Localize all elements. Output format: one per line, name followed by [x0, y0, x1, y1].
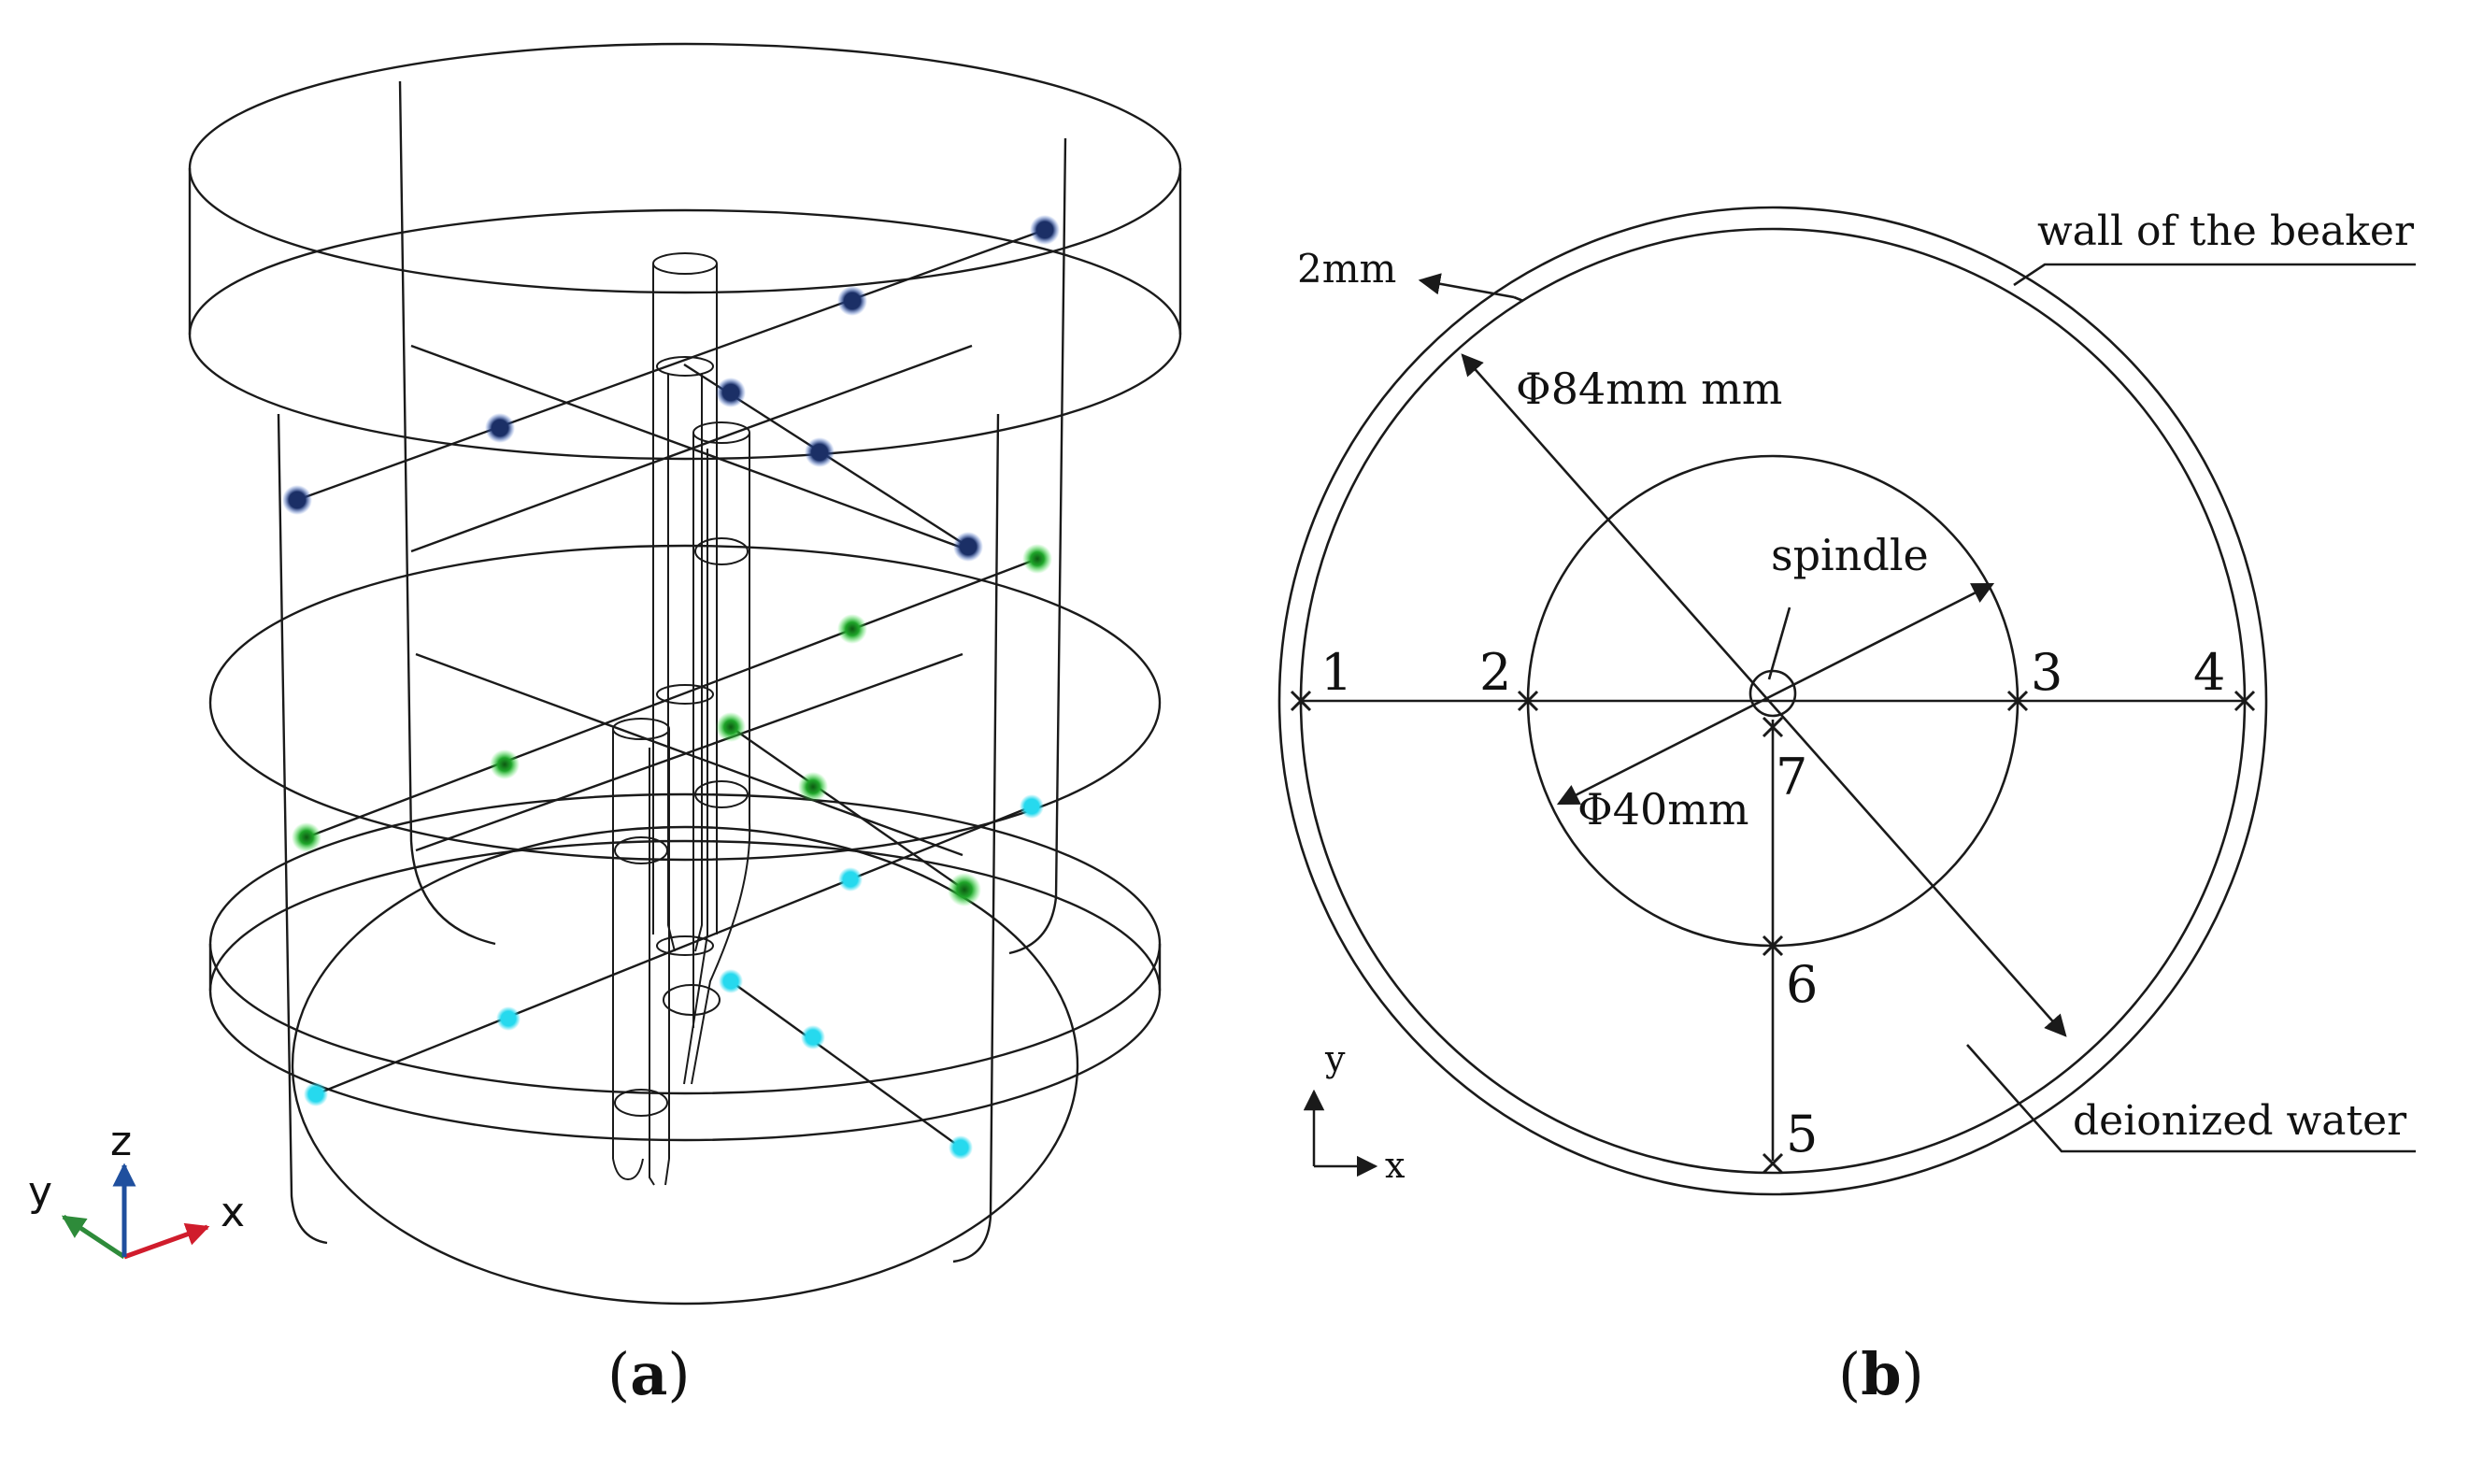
y-axis-label: y [28, 1168, 52, 1216]
point-marker-2 [1517, 690, 1539, 712]
wall-line-right-inner [1008, 137, 1067, 955]
top-measure-line-a [296, 228, 1046, 502]
spindle-shaft [652, 252, 718, 956]
point-marker-6 [1762, 935, 1784, 957]
caption-a: (a) [607, 1340, 691, 1408]
top-point [805, 437, 835, 467]
inner-diameter-arrow [1556, 582, 1995, 806]
inner-diameter-label: Φ40mm [1577, 784, 1748, 835]
wall-leader [2013, 263, 2416, 287]
bottom-point [949, 1135, 973, 1160]
beaker-outer-circle [1277, 206, 2268, 1196]
point-label-6: 6 [1786, 955, 1818, 1014]
middle-point [1022, 544, 1052, 574]
lower-ring-upper-ellipse [208, 792, 1162, 1095]
left-blade [612, 718, 670, 1186]
mid-measure-line-b [730, 726, 965, 891]
point-label-1: 1 [1320, 643, 1352, 702]
point-marker-3 [2006, 690, 2029, 712]
panel-b-point-markers [1290, 690, 2256, 1175]
x-axis-arrow [123, 1222, 210, 1260]
z-axis-label: z [110, 1118, 132, 1165]
wall-thickness-arrow [1418, 273, 1515, 299]
wall-line-right-outer [952, 413, 1000, 1263]
middle-point [798, 772, 828, 802]
caption-b: (b) [1838, 1340, 1924, 1408]
y-axis-arrow [61, 1214, 126, 1260]
panel-a-3d-model [188, 42, 1182, 1306]
point-label-3: 3 [2031, 643, 2062, 702]
middle-point [716, 712, 746, 742]
bottom-point [719, 969, 743, 993]
point-marker-5 [1762, 1152, 1784, 1175]
y-axis-label-b: y [1324, 1038, 1346, 1079]
top-point [485, 413, 515, 443]
point-label-4: 4 [2193, 643, 2225, 702]
xy-triad [1303, 1089, 1378, 1177]
wall-line-left-outer [277, 413, 328, 1245]
point-marker-4 [2234, 690, 2256, 712]
point-label-7: 7 [1776, 748, 1807, 806]
wall-label: wall of the beaker [2037, 207, 2415, 255]
middle-disc-ellipse [208, 544, 1162, 862]
water-label: deionized water [2073, 1097, 2407, 1145]
top-plane-points [282, 215, 1060, 562]
bottom-plane-points [304, 794, 1044, 1160]
bottom-point [304, 1082, 328, 1106]
spindle-label: spindle [1771, 530, 1929, 580]
point-marker-7 [1762, 716, 1784, 738]
middle-point [948, 873, 981, 906]
panel-b-point-labels: 1 2 3 4 5 6 7 [1320, 643, 2225, 1163]
lower-ring-lower-ellipse [208, 839, 1162, 1142]
outer-diameter-label: Φ84mm mm [1516, 364, 1782, 414]
x-axis-label-b: x [1385, 1145, 1405, 1186]
right-blade [663, 421, 751, 1085]
point-label-2: 2 [1479, 643, 1511, 702]
top-point [953, 532, 983, 562]
middle-point [292, 822, 321, 852]
bottom-point [801, 1025, 825, 1049]
bottom-ellipse [291, 825, 1079, 1306]
spindle-circle [1748, 669, 1797, 718]
bottom-point [1020, 794, 1044, 819]
middle-plane-points [292, 544, 1052, 906]
point-label-5: 5 [1786, 1105, 1818, 1163]
top-point [282, 485, 312, 515]
water-leader [1966, 1044, 2416, 1153]
middle-point [837, 614, 867, 644]
mid-measure-line-a [306, 557, 1038, 839]
bot-measure-line-b [730, 980, 962, 1149]
spindle-leader [1767, 606, 1791, 680]
top-disc-lower-ellipse [188, 208, 1182, 461]
wall-line-left-inner [398, 80, 496, 946]
top-point [716, 378, 746, 407]
top-disc-upper-ellipse [188, 42, 1182, 294]
bottom-point [838, 867, 863, 892]
middle-point [490, 749, 520, 779]
point-marker-1 [1290, 690, 1312, 712]
xyz-triad: x y z [28, 1118, 245, 1260]
wall-thickness-label: 2mm [1297, 246, 1396, 292]
top-point [837, 286, 867, 316]
x-axis-label: x [221, 1189, 245, 1236]
top-point [1030, 215, 1060, 245]
bottom-point [496, 1006, 521, 1031]
